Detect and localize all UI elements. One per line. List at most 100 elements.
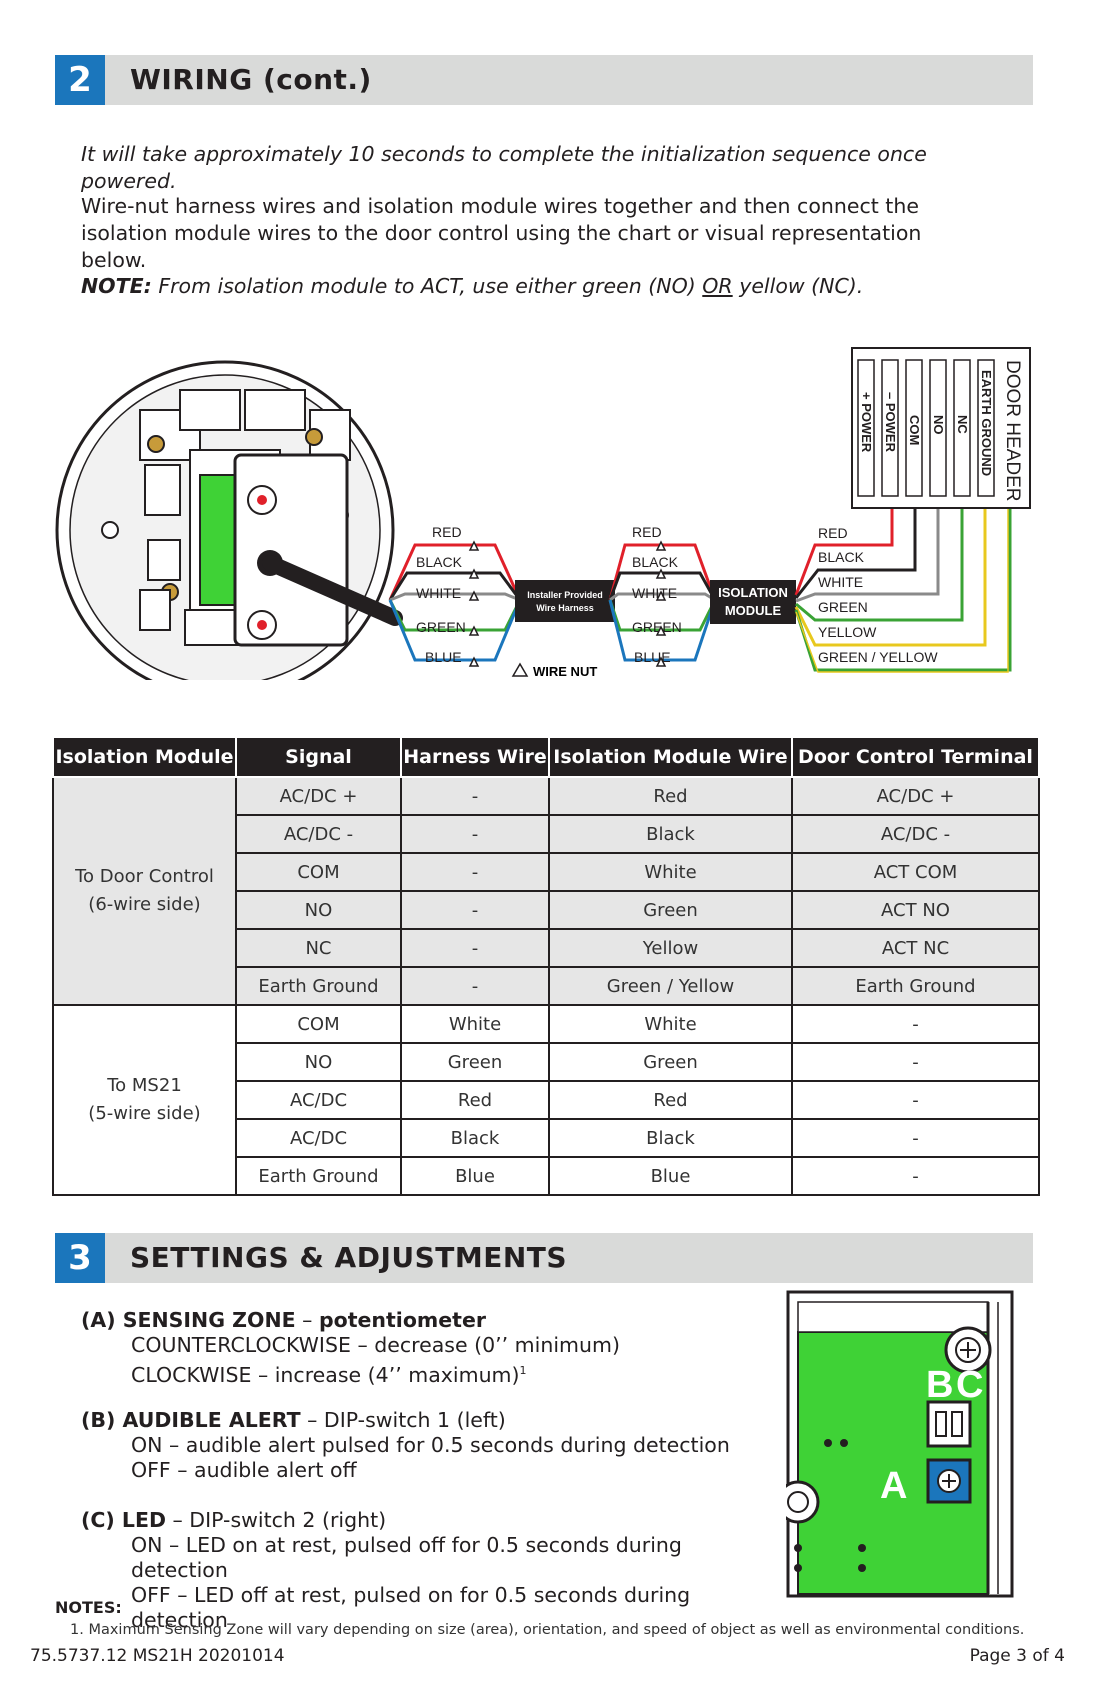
group-label: To Door Control(6-wire side): [52, 776, 237, 1006]
wire-label: WHITE: [416, 585, 461, 601]
table-cell: Earth Ground: [791, 966, 1040, 1006]
setting-b: (B) AUDIBLE ALERT – DIP-switch 1 (left) …: [81, 1408, 781, 1483]
note-text-post: yellow (NC).: [732, 274, 864, 298]
table-cell: Earth Ground: [235, 966, 402, 1006]
col-header: Signal: [235, 736, 402, 778]
dip-switch: [926, 1400, 972, 1448]
wiring-instruction: Wire-nut harness wires and isolation mod…: [81, 194, 922, 272]
table-cell: Red: [548, 776, 793, 816]
note-label: NOTE:: [81, 274, 152, 298]
table-cell: Black: [548, 1118, 793, 1158]
notes-title: NOTES:: [55, 1598, 122, 1617]
section-3-header: 3 SETTINGS & ADJUSTMENTS: [55, 1233, 1033, 1283]
table-cell: AC/DC -: [791, 814, 1040, 854]
table-cell: -: [791, 1042, 1040, 1082]
group-label-line: To MS21: [107, 1075, 182, 1096]
page-number: Page 3 of 4: [969, 1646, 1065, 1666]
table-cell: Blue: [400, 1156, 550, 1196]
table-cell: -: [791, 1156, 1040, 1196]
table-cell: -: [400, 776, 550, 816]
iso-wire-label: YELLOW: [818, 624, 877, 640]
table-cell: ACT NC: [791, 928, 1040, 968]
terminal-label: NO: [931, 415, 946, 435]
terminal-label: COM: [907, 415, 922, 445]
setting-c: (C) LED – DIP-switch 2 (right) ON – LED …: [81, 1508, 781, 1633]
table-cell: -: [400, 890, 550, 930]
col-header: Harness Wire: [400, 736, 550, 778]
table-cell: White: [548, 1004, 793, 1044]
board-label-b: B: [926, 1364, 953, 1406]
setting-b-line2: OFF – audible alert off: [131, 1458, 357, 1482]
table-cell: COM: [235, 852, 402, 892]
setting-b-sub: – DIP-switch 1 (left): [300, 1408, 506, 1432]
setting-a-sub: potentiometer: [318, 1308, 486, 1332]
section-title: SETTINGS & ADJUSTMENTS: [130, 1241, 568, 1274]
door-header-label: DOOR HEADER: [1002, 360, 1023, 501]
setting-b-title: (B) AUDIBLE ALERT: [81, 1408, 301, 1432]
wire-label: BLACK: [416, 554, 463, 570]
wiring-table: Isolation Module Signal Harness Wire Iso…: [52, 736, 1040, 1196]
note-or: OR: [702, 274, 733, 298]
table-cell: AC/DC +: [235, 776, 402, 816]
table-cell: Black: [400, 1118, 550, 1158]
setting-a-line2: CLOCKWISE – increase (4’’ maximum): [131, 1362, 520, 1387]
section-number: 2: [55, 55, 105, 105]
table-cell: -: [791, 1118, 1040, 1158]
iso-wire-label: RED: [818, 525, 848, 541]
table-cell: Yellow: [548, 928, 793, 968]
setting-c-sub: – DIP-switch 2 (right): [166, 1508, 387, 1532]
table-cell: Earth Ground: [235, 1156, 402, 1196]
init-note: It will take approximately 10 seconds to…: [81, 142, 927, 193]
wiring-diagram: Installer Provided Wire Harness RED BLAC…: [55, 347, 1031, 680]
doc-number: 75.5737.12 MS21H 20201014: [30, 1646, 285, 1666]
table-cell: -: [791, 1004, 1040, 1044]
wire-label: BLUE: [425, 649, 462, 665]
table-cell: Red: [400, 1080, 550, 1120]
table-cell: ACT NO: [791, 890, 1040, 930]
table-cell: Green: [548, 890, 793, 930]
table-cell: NO: [235, 890, 402, 930]
table-cell: AC/DC: [235, 1080, 402, 1120]
iso-wire-label: GREEN: [818, 599, 868, 615]
col-header: Isolation Module Wire: [548, 736, 793, 778]
harness-label-2: Wire Harness: [536, 603, 593, 613]
table-cell: Blue: [548, 1156, 793, 1196]
wire-label: BLACK: [632, 554, 679, 570]
wire-label: GREEN: [416, 619, 466, 635]
table-cell: NO: [235, 1042, 402, 1082]
table-header-row: Isolation Module Signal Harness Wire Iso…: [52, 736, 1040, 778]
table-cell: Green: [548, 1042, 793, 1082]
table-cell: COM: [235, 1004, 402, 1044]
group-label-line: (5-wire side): [88, 1103, 201, 1124]
wire-label: BLUE: [634, 649, 671, 665]
setting-a-line1: COUNTERCLOCKWISE – decrease (0’’ minimum…: [131, 1333, 620, 1357]
setting-c-title: (C) LED: [81, 1508, 167, 1532]
table-cell: -: [400, 852, 550, 892]
table-cell: Green / Yellow: [548, 966, 793, 1006]
section-2-header: 2 WIRING (cont.): [55, 55, 1033, 105]
note-text-pre: From isolation module to ACT, use either…: [158, 274, 703, 298]
wire-label: GREEN: [632, 619, 682, 635]
wire-label: RED: [632, 524, 662, 540]
group-label-line: (6-wire side): [88, 894, 201, 915]
harness-box: [515, 580, 615, 622]
iso-label-1: ISOLATION: [718, 585, 788, 600]
table-cell: -: [791, 1080, 1040, 1120]
table-cell: AC/DC -: [235, 814, 402, 854]
iso-wire-label: GREEN / YELLOW: [818, 649, 938, 665]
wire-nut-label: WIRE NUT: [533, 664, 597, 679]
setting-a-sep: –: [295, 1308, 319, 1332]
terminal-label: NC: [955, 415, 970, 434]
terminal-label: EARTH GROUND: [979, 370, 994, 476]
wire-label: RED: [432, 524, 462, 540]
pcb-illustration: B C A: [786, 1290, 1014, 1598]
board-label-a: A: [880, 1465, 907, 1507]
